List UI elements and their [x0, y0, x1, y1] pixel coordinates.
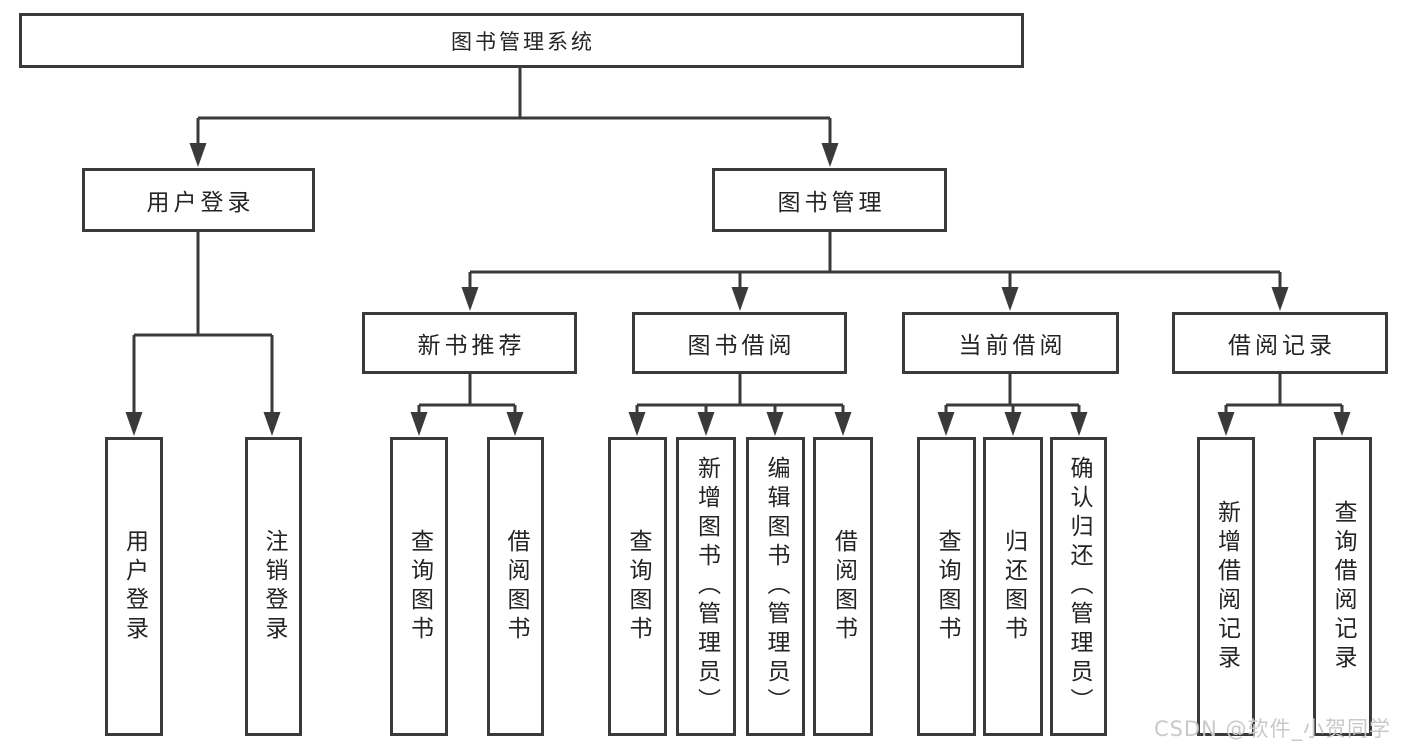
leaf-edit-book: 编辑图书（管理员）	[746, 437, 805, 736]
node-user-login: 用户登录	[82, 168, 315, 232]
leaf-query-books-a: 查询图书	[390, 437, 448, 736]
node-book-management-label: 图书管理	[777, 190, 886, 216]
leaf-query-books-a-label: 查询图书	[406, 528, 433, 645]
node-book-management: 图书管理	[712, 168, 947, 232]
node-new-book-recommend: 新书推荐	[362, 312, 577, 374]
node-root-system: 图书管理系统	[19, 13, 1024, 68]
leaf-user-login-label: 用户登录	[121, 528, 148, 645]
leaf-edit-book-label: 编辑图书（管理员）	[763, 456, 789, 717]
node-book-borrow-label: 图书借阅	[687, 333, 796, 359]
arrowheads	[125, 143, 1351, 436]
leaf-query-books-b-label: 查询图书	[625, 528, 651, 645]
node-current-borrow: 当前借阅	[902, 312, 1119, 374]
node-borrow-records: 借阅记录	[1172, 312, 1388, 374]
node-borrow-records-label: 借阅记录	[1228, 333, 1336, 359]
leaf-query-books-c-label: 查询图书	[934, 528, 960, 645]
leaf-query-borrow-record: 查询借阅记录	[1313, 437, 1372, 736]
leaf-borrow-books-a: 借阅图书	[487, 437, 544, 736]
leaf-add-book-label: 新增图书（管理员）	[693, 456, 720, 717]
csdn-watermark: CSDN @软件_小贺同学	[1153, 717, 1391, 741]
leaf-query-borrow-record-label: 查询借阅记录	[1330, 499, 1356, 674]
node-user-login-label: 用户登录	[146, 190, 255, 216]
leaf-add-book: 新增图书（管理员）	[676, 437, 736, 736]
leaf-return-book-label: 归还图书	[1000, 528, 1027, 645]
leaf-return-book: 归还图书	[983, 437, 1043, 736]
leaf-borrow-books-a-label: 借阅图书	[503, 528, 529, 645]
leaf-query-books-c: 查询图书	[917, 437, 976, 736]
leaf-borrow-books-b: 借阅图书	[813, 437, 873, 736]
node-new-book-recommend-label: 新书推荐	[417, 333, 526, 359]
leaf-logout-label: 注销登录	[261, 528, 287, 645]
leaf-add-borrow-record: 新增借阅记录	[1197, 437, 1255, 736]
leaf-query-books-b: 查询图书	[608, 437, 667, 736]
leaf-logout: 注销登录	[245, 437, 302, 736]
leaf-user-login: 用户登录	[105, 437, 163, 736]
leaf-add-borrow-record-label: 新增借阅记录	[1213, 499, 1240, 674]
node-root-label: 图书管理系统	[451, 29, 595, 54]
leaf-borrow-books-b-label: 借阅图书	[830, 528, 857, 645]
leaf-confirm-return: 确认归还（管理员）	[1050, 437, 1107, 736]
leaf-confirm-return-label: 确认归还（管理员）	[1066, 456, 1092, 717]
node-current-borrow-label: 当前借阅	[958, 333, 1067, 359]
node-book-borrow: 图书借阅	[632, 312, 847, 374]
